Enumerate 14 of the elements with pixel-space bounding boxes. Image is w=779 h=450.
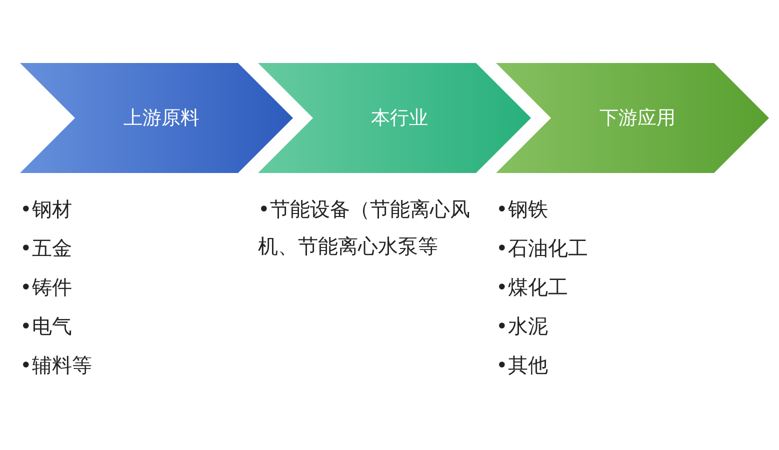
list-item: •石油化工 [496,235,589,262]
list-text: •节能设备（节能离心风机、节能离心水泵等 [258,196,471,260]
list-item: •钢材 [20,196,73,223]
list-item: •电气 [20,313,73,340]
list-item: •铸件 [20,274,73,301]
stage-title: 下游应用 [598,106,676,131]
list-item: •钢铁 [496,196,549,223]
list-item: •五金 [20,235,73,262]
stage-title: 上游原料 [122,106,200,131]
list-item: •辅料等 [20,352,93,379]
stage-title: 本行业 [370,106,428,131]
list-item: •水泥 [496,313,549,340]
list-item: •其他 [496,352,549,379]
list-item: •煤化工 [496,274,569,301]
